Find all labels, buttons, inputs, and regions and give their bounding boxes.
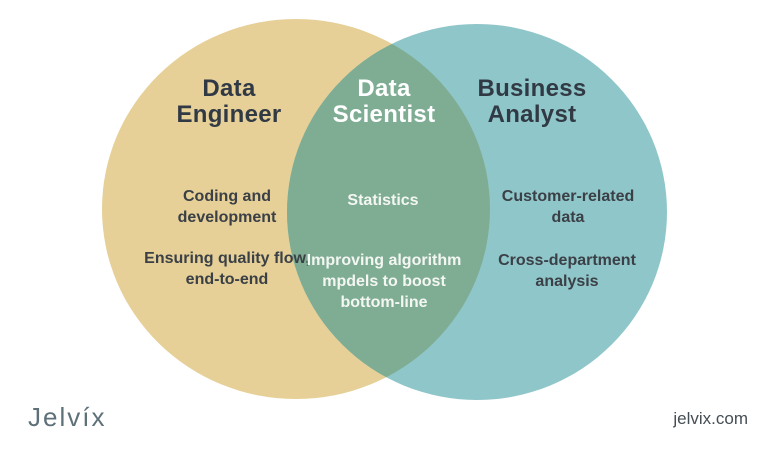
- overlap-lens: [287, 24, 490, 399]
- data-scientist-item-2: Improving algorithm mpdels to boost bott…: [306, 252, 462, 311]
- business-analyst-item-2: Cross-department analysis: [498, 252, 636, 290]
- data-scientist-item-1: Statistics: [347, 192, 419, 209]
- data-engineer-item-1: Coding and development: [177, 188, 277, 226]
- data-engineer-item-2: Ensuring quality flow, end-to-end: [144, 250, 310, 288]
- jelvix-url: jelvix.com: [673, 409, 748, 428]
- business-analyst-item-1: Customer-related data: [501, 188, 635, 226]
- business-analyst-title: Business Analyst: [477, 75, 587, 128]
- jelvix-logo: Jelvíx: [28, 402, 107, 432]
- data-scientist-title: Data Scientist: [332, 75, 436, 128]
- data-engineer-title: Data Engineer: [176, 75, 282, 128]
